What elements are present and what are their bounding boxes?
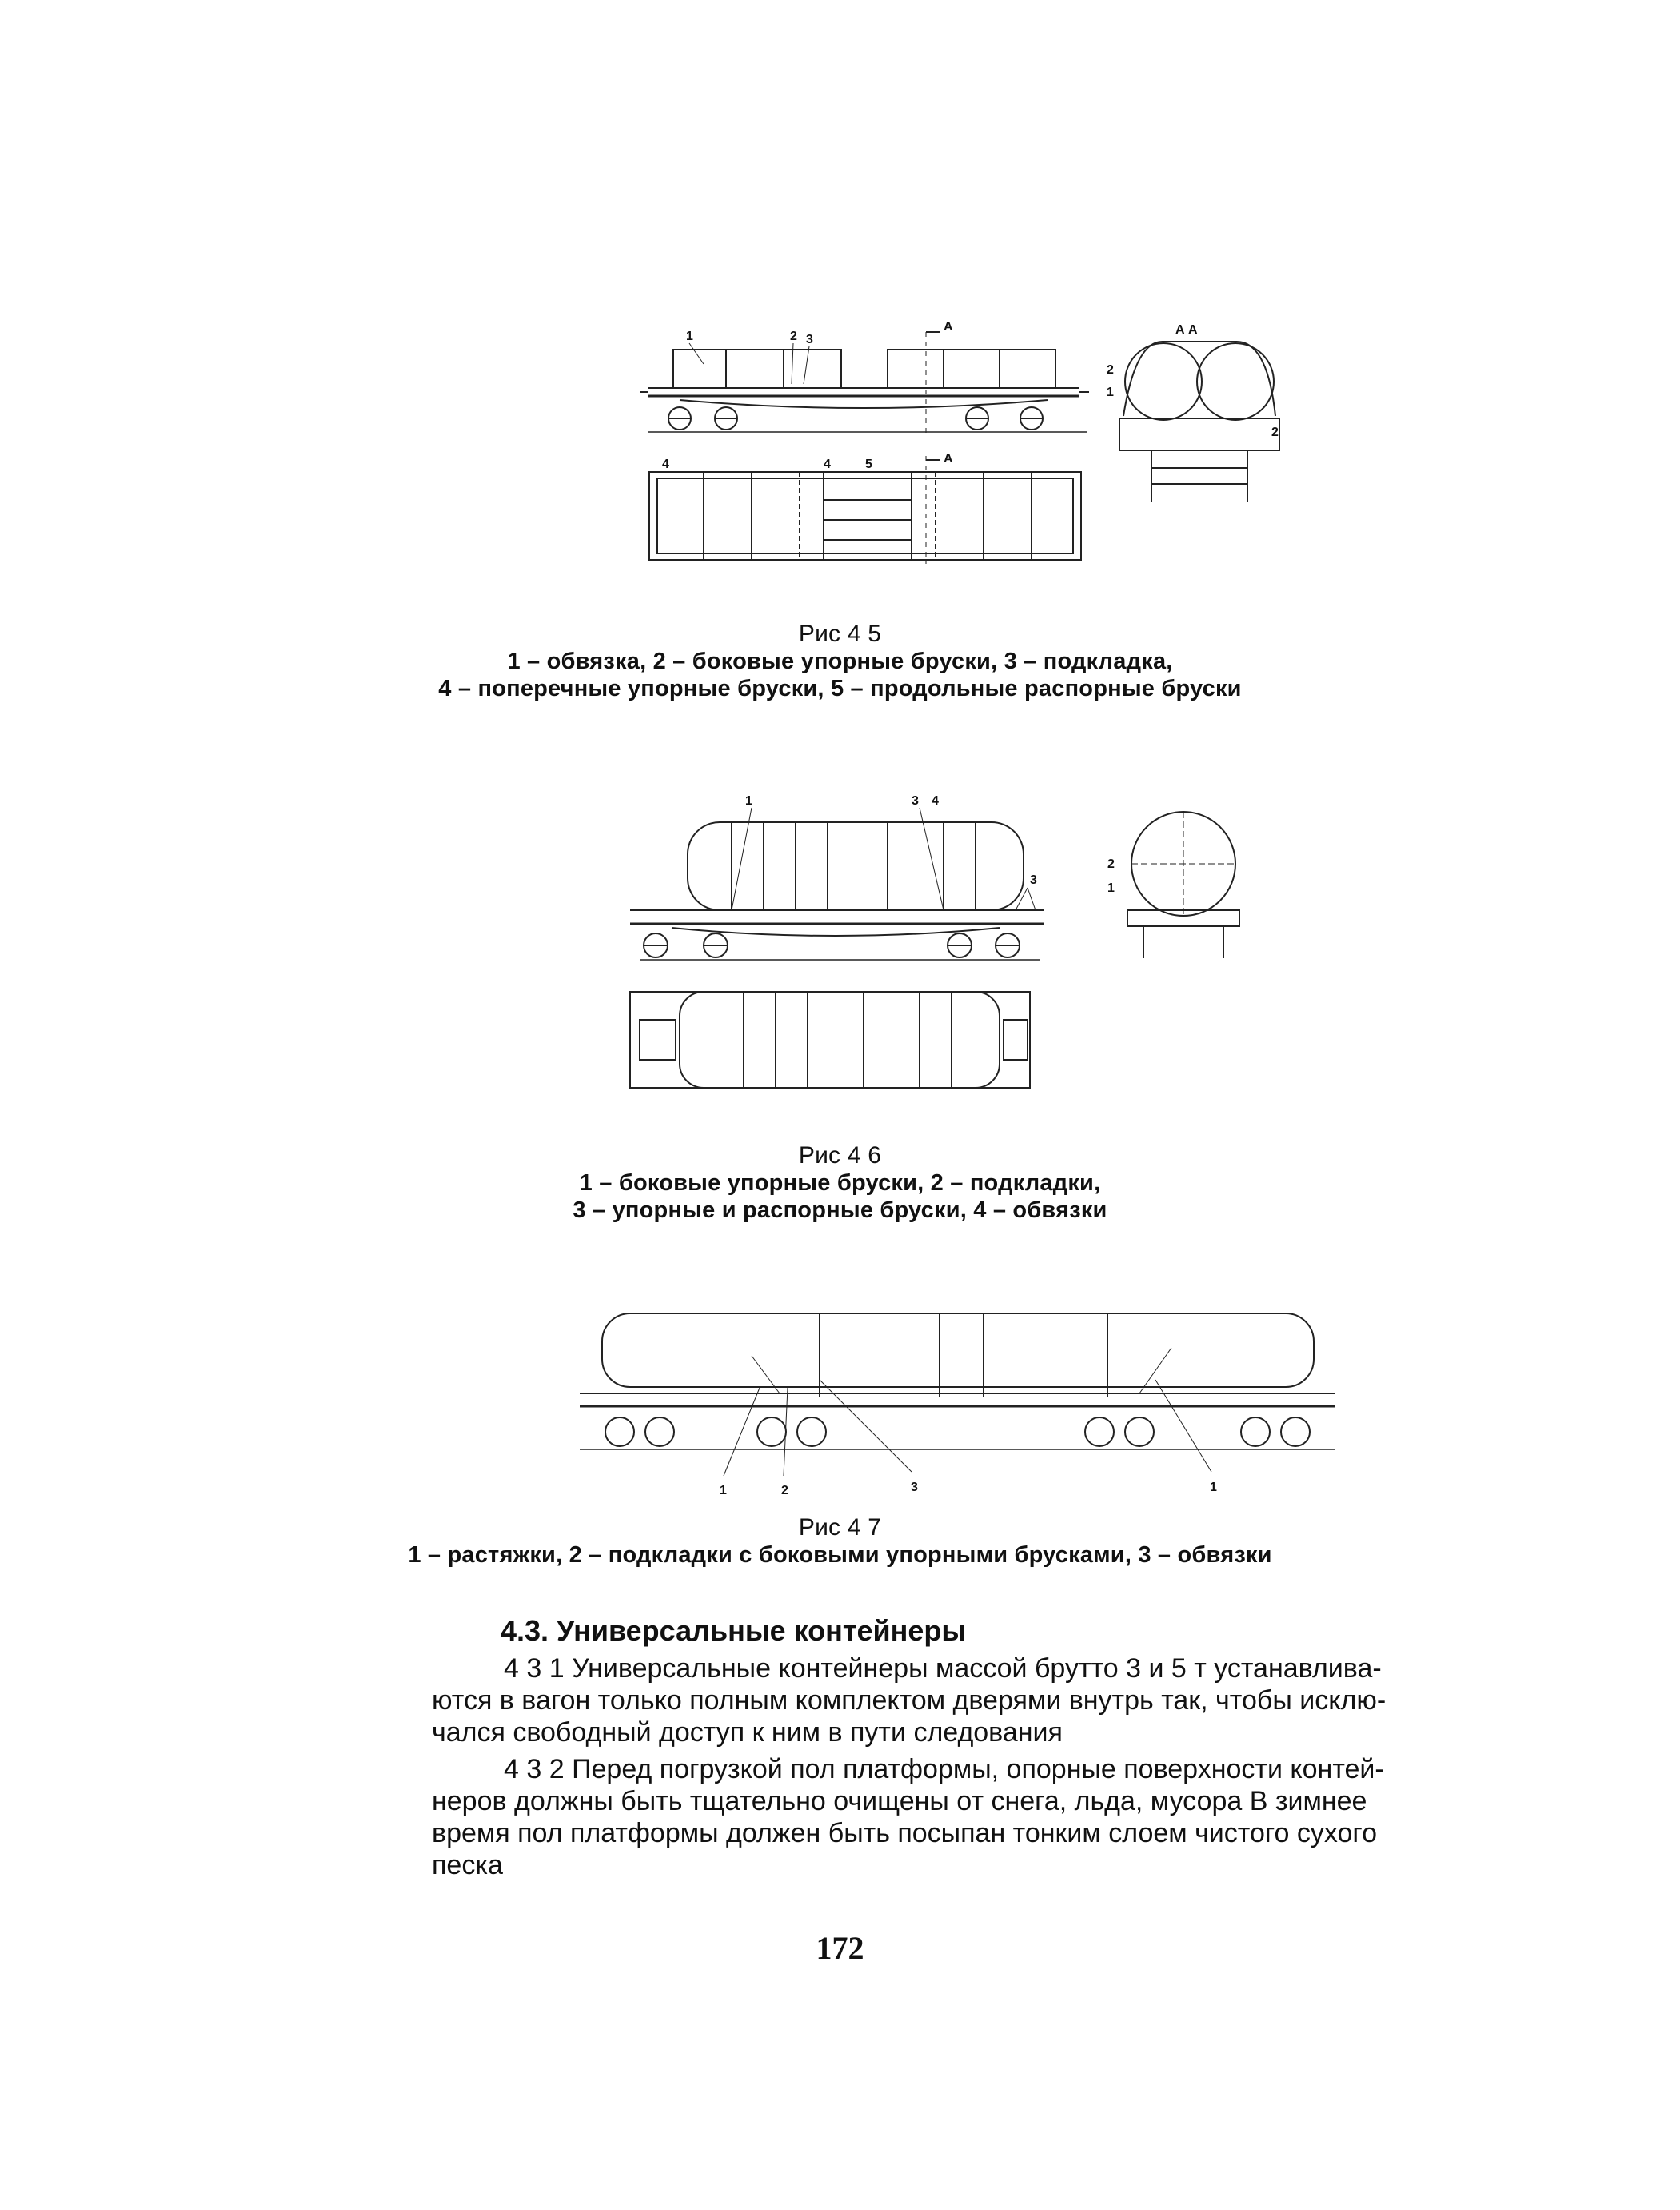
- fig45-callout: 2: [1107, 363, 1114, 377]
- caption-line: 1 – растяжки, 2 – подкладки с боковыми у…: [408, 1542, 1272, 1568]
- paragraph-4-3-1: 4 3 1 Универсальные контейнеры массой бр…: [432, 1653, 1495, 1748]
- fig46-callout: 2: [1107, 857, 1115, 871]
- fig46-callout: 3: [1030, 873, 1037, 887]
- section-heading: 4.3. Универсальные контейнеры: [501, 1614, 967, 1647]
- fig47-callout: 1: [720, 1484, 727, 1497]
- fig45-top-view: А 4 4 5: [649, 452, 1081, 564]
- figure-title: Рис 4 5: [798, 621, 882, 647]
- fig45-callout: 3: [806, 333, 813, 346]
- figure-4-6-drawing: 1 3 4 3 2 1: [624, 792, 1263, 1112]
- fig45-callout: 1: [1107, 386, 1114, 399]
- fig47-callout: 3: [911, 1481, 918, 1494]
- figure-4-7-caption: Рис 4 7 1 – растяжки, 2 – подкладки с бо…: [0, 1514, 1680, 1569]
- figure-title: Рис 4 6: [798, 1142, 882, 1169]
- fig45-end-view: А А 2 1 2: [1107, 323, 1279, 502]
- figure-4-5-caption: Рис 4 5 1 – обвязка, 2 – боковые упорные…: [0, 621, 1680, 702]
- fig45-callout: 2: [1271, 426, 1279, 439]
- fig45-callout: 2: [790, 330, 797, 343]
- fig46-callout: 1: [745, 794, 752, 808]
- fig45-callout: 1: [686, 330, 693, 343]
- fig47-side-view: 1 2 3 1: [580, 1313, 1335, 1497]
- caption-line: 4 – поперечные упорные бруски, 5 – продо…: [438, 676, 1242, 701]
- fig45-callout: 4: [662, 458, 669, 471]
- fig46-callout: 4: [932, 794, 939, 808]
- paragraph-line: 4 3 2 Перед погрузкой пол платформы, опо…: [504, 1754, 1384, 1784]
- page-number: 172: [816, 1930, 864, 1966]
- fig45-callout: 5: [865, 458, 872, 471]
- fig45-section-label: А: [944, 452, 953, 466]
- figure-4-6-caption: Рис 4 6 1 – боковые упорные бруски, 2 – …: [0, 1142, 1680, 1224]
- paragraph-line: 4 3 1 Универсальные контейнеры массой бр…: [504, 1653, 1382, 1684]
- paragraph-line: неров должны быть тщательно очищены от с…: [432, 1786, 1367, 1816]
- caption-line: 1 – боковые упорные бруски, 2 – подкладк…: [579, 1170, 1101, 1196]
- paragraph-line: песка: [432, 1850, 503, 1880]
- figure-4-7-drawing: 1 2 3 1: [572, 1304, 1339, 1504]
- caption-line: 1 – обвязка, 2 – боковые упорные бруски,…: [507, 649, 1173, 674]
- paragraph-line: время пол платформы должен быть посыпан …: [432, 1818, 1377, 1848]
- paragraph-line: ются в вагон только полным комплектом дв…: [432, 1685, 1387, 1716]
- fig46-side-view: 1 3 4 3: [630, 794, 1044, 960]
- figure-title: Рис 4 7: [798, 1514, 882, 1541]
- caption-line: 3 – упорные и распорные бруски, 4 – обвя…: [573, 1197, 1107, 1223]
- fig45-section-labels: А А: [1175, 323, 1198, 337]
- fig45-side-view: А 1 2 3: [640, 320, 1089, 436]
- fig46-callout: 1: [1107, 881, 1115, 895]
- fig46-top-view: [630, 992, 1030, 1088]
- fig46-callout: 3: [912, 794, 919, 808]
- fig45-section-label: А: [944, 320, 953, 334]
- fig47-callout: 2: [781, 1484, 788, 1497]
- fig45-callout: 4: [824, 458, 831, 471]
- fig47-callout: 1: [1210, 1481, 1217, 1494]
- figure-4-5-drawing: А 1 2 3 А 4 4: [632, 316, 1319, 572]
- paragraph-line: чался свободный доступ к ним в пути след…: [432, 1717, 1063, 1748]
- paragraph-4-3-2: 4 3 2 Перед погрузкой пол платформы, опо…: [432, 1753, 1495, 1881]
- fig46-end-view: 2 1: [1107, 812, 1239, 958]
